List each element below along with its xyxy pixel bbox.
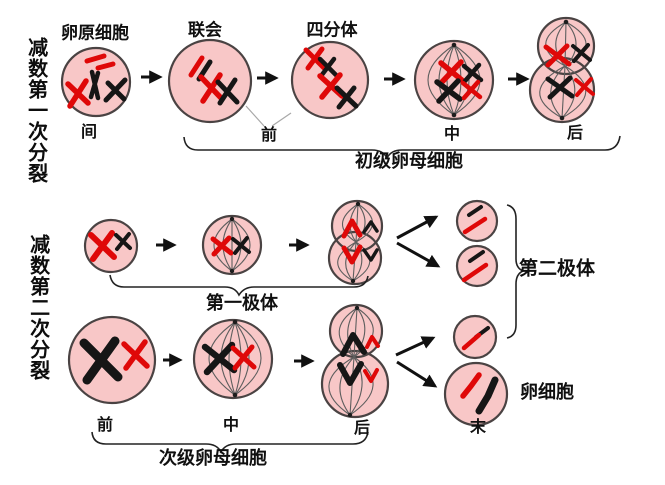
spindle-fibers bbox=[328, 307, 374, 416]
label-metaphase-1: 中 bbox=[443, 126, 461, 143]
spindle-fibers bbox=[208, 321, 262, 396]
cell-first-polar-metaphase bbox=[201, 214, 263, 276]
label-primary-oocyte: 初级卵母细胞 bbox=[355, 151, 463, 171]
arrow-to-egg-cell bbox=[396, 360, 438, 388]
cell-secondary-oocyte-prophase bbox=[67, 315, 157, 405]
cell-tetrad bbox=[290, 40, 370, 120]
label-anaphase-1: 后 bbox=[566, 125, 584, 142]
cell-metaphase-1 bbox=[413, 39, 495, 121]
label-first-meiotic-division: 减数第一次分裂 bbox=[24, 37, 47, 184]
label-metaphase-2: 中 bbox=[222, 417, 240, 434]
label-interphase-1: 间 bbox=[80, 124, 98, 141]
label-secondary-oocyte: 次级卵母细胞 bbox=[159, 448, 267, 468]
brace-second-polar-body bbox=[506, 204, 526, 339]
cell-second-polar-2 bbox=[455, 244, 499, 288]
prophase-pointer-lines bbox=[245, 105, 292, 127]
label-synapsis: 联会 bbox=[188, 20, 222, 40]
cell-first-polar-prophase bbox=[83, 218, 139, 274]
label-prophase-1: 前 bbox=[260, 127, 278, 144]
cell-second-polar-3 bbox=[452, 314, 498, 360]
label-telophase-2: 末 bbox=[469, 419, 487, 436]
cell-second-polar-1 bbox=[455, 199, 499, 243]
cell-egg bbox=[443, 361, 509, 427]
cell-first-polar-anaphase bbox=[327, 199, 384, 286]
label-egg-cell: 卵细胞 bbox=[520, 382, 574, 402]
arrow-to-second-polar-1 bbox=[396, 215, 439, 240]
label-prophase-2: 前 bbox=[96, 417, 114, 434]
arrow-to-second-polar-3 bbox=[395, 336, 436, 357]
cell-oogonium bbox=[60, 46, 132, 118]
label-oogonium: 卵原细胞 bbox=[61, 23, 129, 43]
arrow-to-second-polar-2 bbox=[396, 241, 441, 268]
brace-primary-oocyte bbox=[183, 135, 621, 160]
cell-secondary-oocyte-anaphase bbox=[320, 303, 390, 419]
brace-first-polar-body bbox=[109, 274, 369, 297]
label-tetrad: 四分体 bbox=[306, 20, 358, 40]
label-second-polar-body: 第二极体 bbox=[518, 258, 596, 280]
brace-secondary-oocyte bbox=[91, 431, 369, 454]
cell-synapsis bbox=[167, 38, 253, 124]
label-anaphase-2: 后 bbox=[353, 420, 371, 437]
cell-anaphase-1 bbox=[528, 16, 596, 124]
label-second-meiotic-division: 减数第二次分裂 bbox=[26, 234, 49, 381]
label-first-polar-body: 第一极体 bbox=[206, 293, 278, 313]
cell-secondary-oocyte-metaphase bbox=[192, 318, 274, 400]
